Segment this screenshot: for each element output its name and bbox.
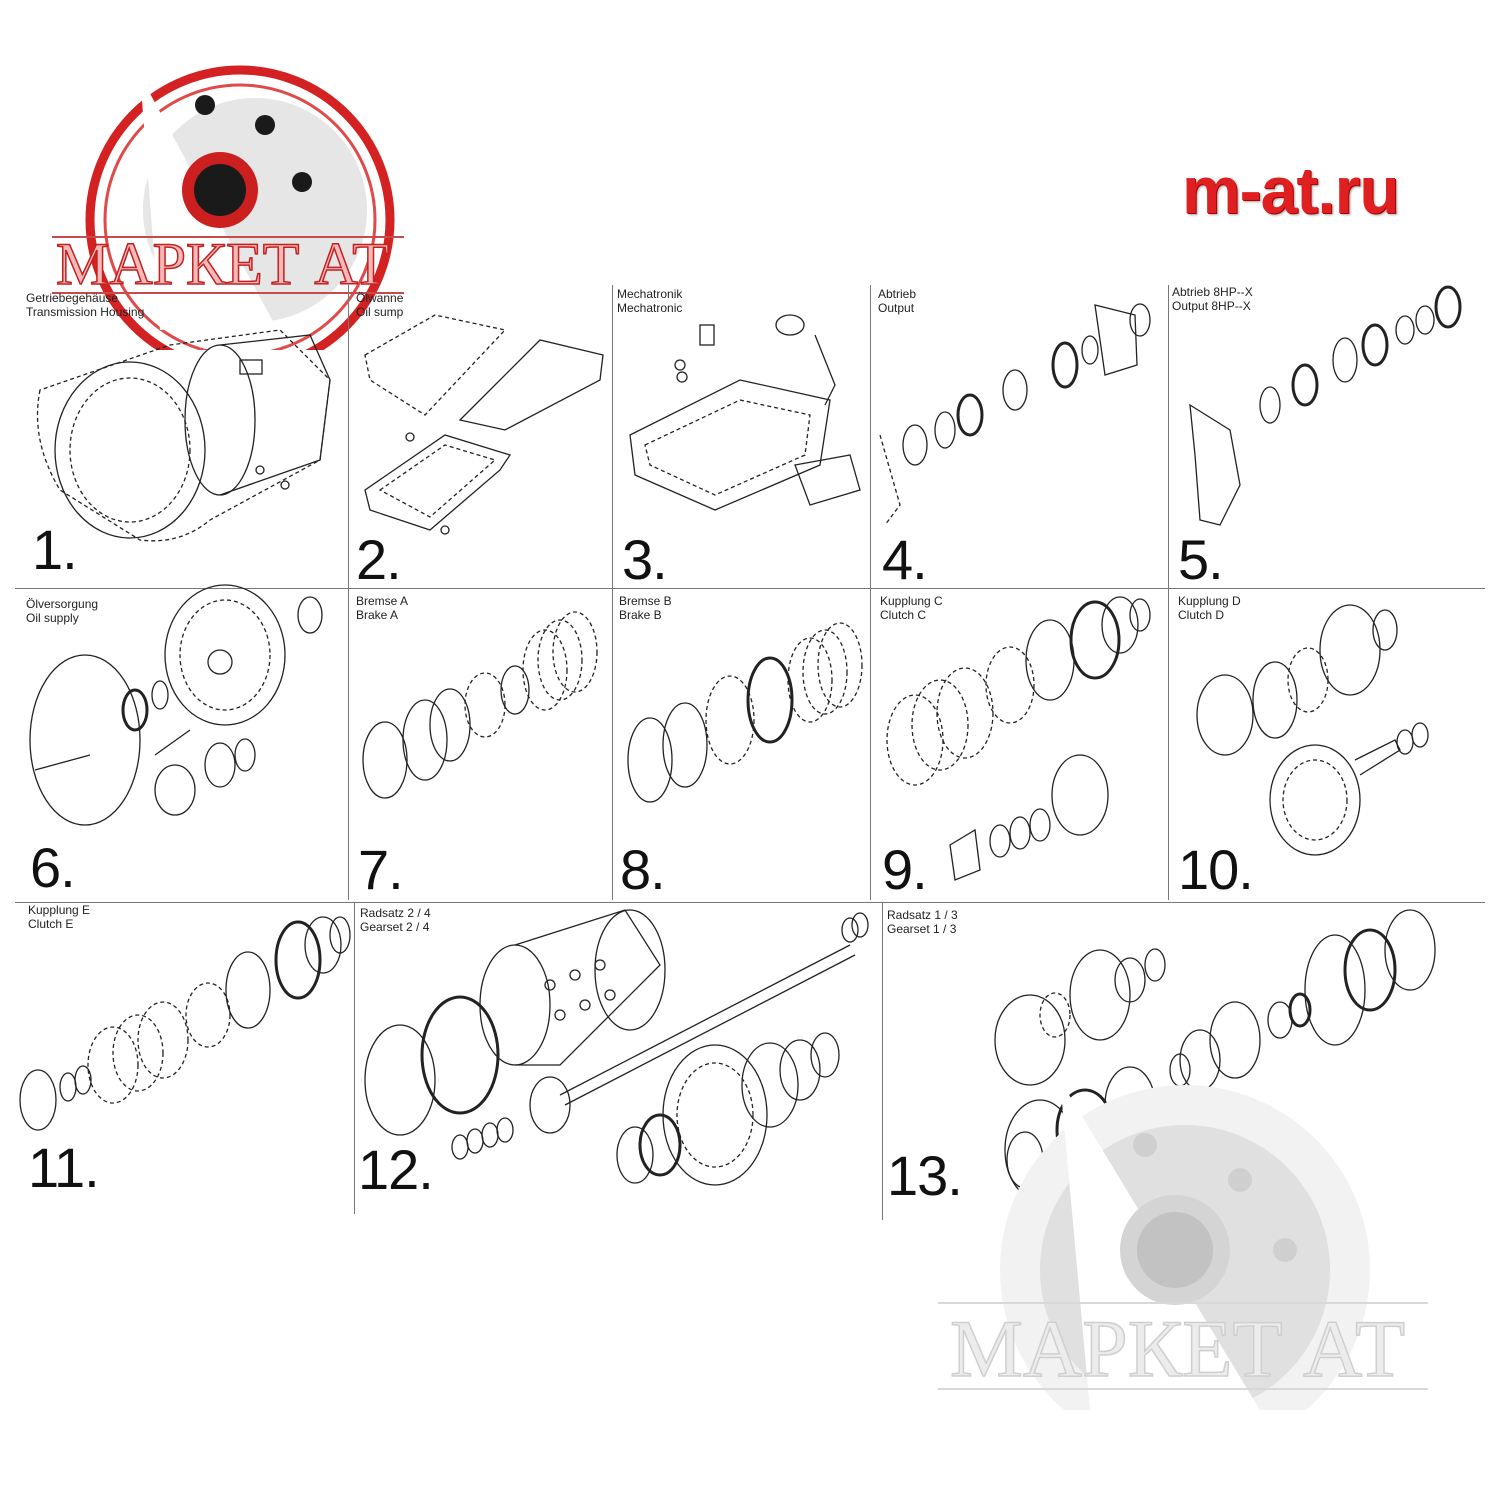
grid-col-divider [354, 902, 355, 1214]
cell-2-number: 2. [356, 528, 402, 591]
cell-4-number: 4. [882, 528, 928, 591]
brake-a-drawing [362, 611, 598, 799]
oil-sump-drawing [364, 314, 604, 535]
grid-col-divider [1168, 285, 1169, 900]
cell-7-number: 7. [358, 838, 404, 901]
cell-12-number: 12. [358, 1138, 434, 1201]
output-drawing [879, 303, 1151, 526]
clutch-d-drawing [1196, 604, 1429, 856]
logo-text: МАРКЕТ АТ [55, 230, 390, 298]
mechatronic-drawing [629, 314, 861, 511]
brake-b-drawing [627, 622, 863, 803]
cell-1-number: 1. [32, 518, 78, 581]
market-at-watermark: МАРКЕТ АТ [930, 1080, 1440, 1410]
cell-8-number: 8. [620, 838, 666, 901]
oil-supply-drawing [29, 584, 323, 826]
cell-6-number: 6. [30, 836, 76, 899]
market-at-logo: МАРКЕТ АТ [40, 60, 420, 350]
clutch-e-drawing [19, 916, 351, 1131]
cell-11-number: 11. [28, 1136, 100, 1199]
watermark-text: МАРКЕТ АТ [949, 1302, 1406, 1395]
grid-col-divider [882, 902, 883, 1220]
site-url: m-at.ru [1182, 153, 1400, 227]
cell-5-number: 5. [1178, 528, 1224, 591]
clutch-c-drawing [886, 596, 1151, 881]
grid-col-divider [612, 285, 613, 900]
cell-10-number: 10. [1178, 838, 1254, 901]
cell-13-number: 13. [887, 1144, 963, 1207]
output-8hp-drawing [1189, 285, 1462, 526]
cell-9-number: 9. [882, 838, 928, 901]
cell-3-number: 3. [622, 528, 668, 591]
grid-col-divider [870, 285, 871, 900]
grid-row-divider-2 [15, 902, 1485, 903]
transmission-housing-drawing [36, 329, 331, 542]
grid-col-divider [348, 285, 349, 900]
gearset-2-4-drawing [364, 909, 869, 1186]
grid-row-divider-1 [15, 588, 1485, 589]
